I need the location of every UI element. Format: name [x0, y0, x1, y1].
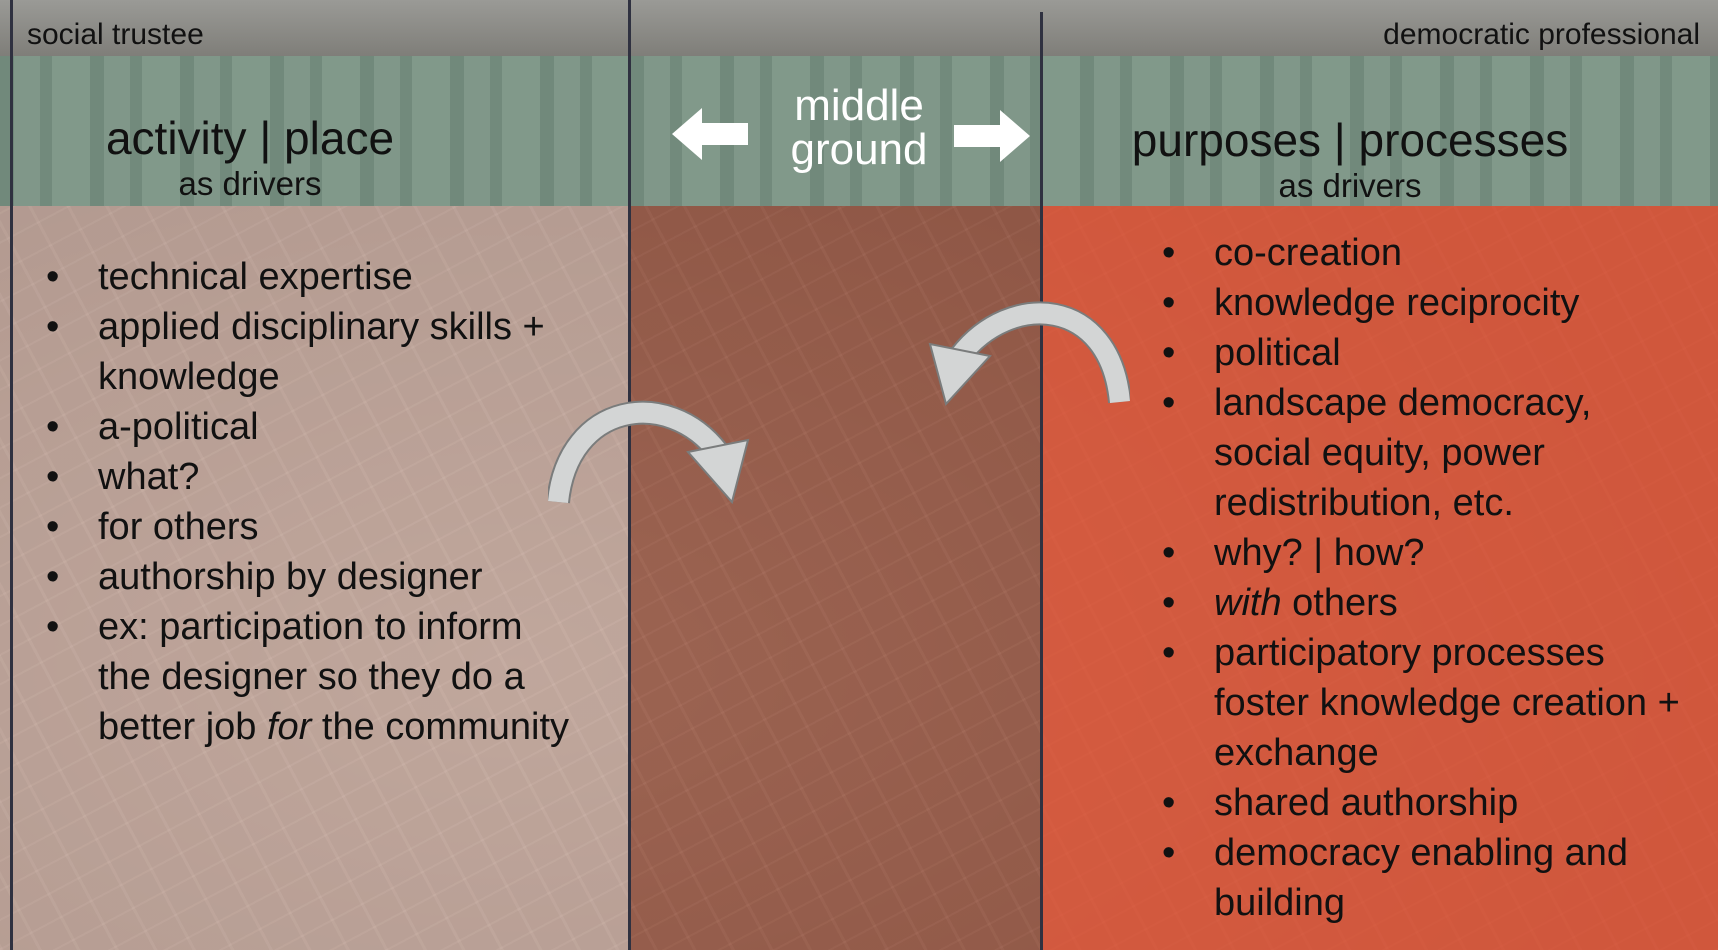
- curved-arrow-right-to-middle-icon: [928, 301, 1130, 407]
- left-edge-divider: [10, 0, 13, 950]
- middle-label-line2: ground: [790, 125, 928, 174]
- curved-arrow-left-to-middle-icon: [548, 400, 750, 505]
- right-header-band: [1042, 56, 1718, 206]
- list-item: technical expertise: [36, 252, 576, 302]
- list-item: landscape democracy, social equity, powe…: [1152, 378, 1692, 528]
- arrow-left-icon: [672, 108, 748, 160]
- list-item: why? | how?: [1152, 528, 1692, 578]
- sky-strip: [0, 0, 1718, 56]
- list-item: authorship by designer: [36, 552, 576, 602]
- left-subheading: as drivers: [178, 165, 322, 202]
- list-item: knowledge reciprocity: [1152, 278, 1692, 328]
- right-bullet-list: co-creation knowledge reciprocity politi…: [1152, 228, 1692, 928]
- right-subheading: as drivers: [1278, 167, 1422, 204]
- list-item: applied disciplinary skills + knowledge: [36, 302, 576, 402]
- list-item-emphasis: for: [267, 706, 312, 748]
- right-heading-block: purposes | processes as drivers: [1080, 114, 1620, 206]
- middle-right-divider: [1040, 12, 1043, 950]
- list-item-text: others: [1281, 582, 1398, 624]
- list-item-text: ex: participation to inform the designer…: [98, 606, 525, 748]
- arrow-right-icon: [954, 110, 1030, 162]
- list-item: participatory processes foster knowledge…: [1152, 628, 1692, 778]
- left-heading-block: activity | place as drivers: [40, 112, 460, 204]
- democratic-professional-label: democratic professional: [1383, 18, 1700, 51]
- middle-label-line1: middle: [794, 81, 924, 130]
- list-item: co-creation: [1152, 228, 1692, 278]
- list-item: a-political: [36, 402, 576, 452]
- list-item: what?: [36, 452, 576, 502]
- middle-ground-label: middle ground: [770, 84, 948, 172]
- left-heading: activity | place: [105, 112, 395, 164]
- social-trustee-label: social trustee: [27, 18, 204, 51]
- left-middle-divider: [628, 0, 631, 950]
- list-item-text: the community: [311, 706, 570, 748]
- list-item: democracy enabling and building: [1152, 828, 1692, 928]
- list-item: ex: participation to inform the designer…: [36, 602, 576, 752]
- right-heading: purposes | processes: [1131, 114, 1569, 166]
- list-item-emphasis: with: [1214, 582, 1282, 624]
- list-item: shared authorship: [1152, 778, 1692, 828]
- list-item: for others: [36, 502, 576, 552]
- list-item: with others: [1152, 578, 1692, 628]
- left-bullet-list: technical expertise applied disciplinary…: [36, 252, 576, 752]
- left-header-band: [0, 56, 630, 206]
- list-item: political: [1152, 328, 1692, 378]
